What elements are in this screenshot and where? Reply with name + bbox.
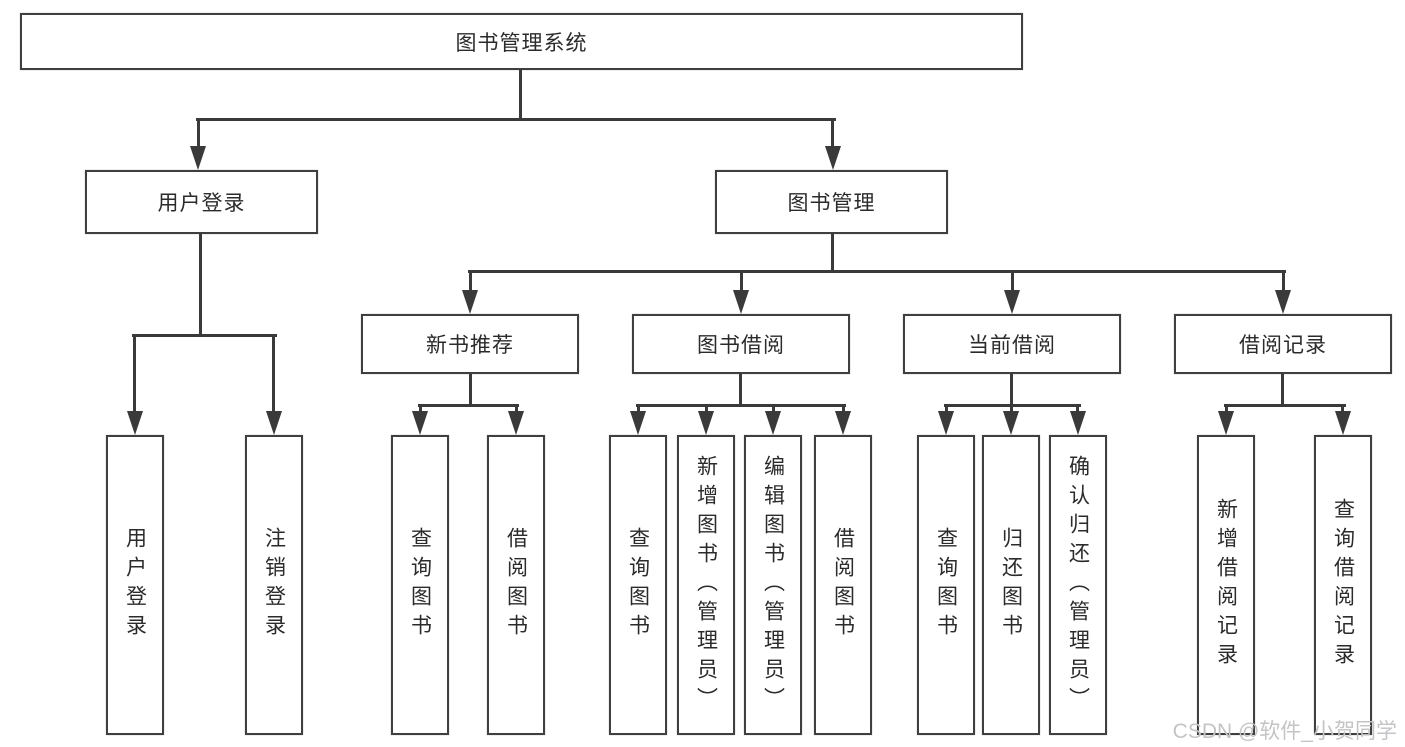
arrow-down-icon xyxy=(825,146,841,170)
node-label: 编辑图书（管理员） xyxy=(761,454,785,716)
arrow-down-icon xyxy=(835,411,851,435)
line-segment xyxy=(469,270,472,292)
line-segment xyxy=(419,404,422,414)
arrow-down-icon xyxy=(1218,411,1234,435)
line-segment xyxy=(515,404,518,414)
leaf-add-book-admin: 新增图书（管理员） xyxy=(677,435,735,735)
node-label: 借阅图书 xyxy=(504,527,528,643)
node-label: 注销登录 xyxy=(262,527,286,643)
leaf-confirm-return-admin: 确认归还（管理员） xyxy=(1049,435,1107,735)
leaf-query-books-borrowing: 查询图书 xyxy=(609,435,667,735)
arrow-down-icon xyxy=(1335,411,1351,435)
node-label: 新增图书（管理员） xyxy=(694,454,718,716)
arrow-down-icon xyxy=(190,146,206,170)
node-label: 归还图书 xyxy=(999,527,1023,643)
node-label: 新书推荐 xyxy=(426,334,514,357)
line-segment xyxy=(519,70,522,118)
line-segment xyxy=(831,118,834,148)
leaf-return-book: 归还图书 xyxy=(982,435,1040,735)
leaf-user-login: 用户登录 xyxy=(106,435,164,735)
arrow-down-icon xyxy=(938,411,954,435)
arrow-down-icon xyxy=(462,290,478,314)
leaf-query-books-current: 查询图书 xyxy=(917,435,975,735)
node-label: 新增借阅记录 xyxy=(1214,498,1238,672)
leaf-add-borrow-record: 新增借阅记录 xyxy=(1197,435,1255,735)
node-label: 当前借阅 xyxy=(968,334,1056,357)
line-segment xyxy=(1011,270,1014,292)
line-segment xyxy=(197,118,200,148)
node-book-borrowing: 图书借阅 xyxy=(632,314,850,374)
arrow-down-icon xyxy=(1003,411,1019,435)
line-segment xyxy=(842,404,845,414)
line-segment xyxy=(705,404,708,414)
line-segment xyxy=(1010,404,1013,414)
node-book-management: 图书管理 xyxy=(715,170,948,234)
line-segment xyxy=(1224,404,1346,407)
node-label: 借阅图书 xyxy=(831,527,855,643)
arrow-down-icon xyxy=(765,411,781,435)
line-segment xyxy=(739,372,742,407)
watermark-text: CSDN @软件_小贺同学 xyxy=(1172,720,1397,743)
node-label: 查询图书 xyxy=(626,527,650,643)
line-segment xyxy=(418,404,519,407)
leaf-borrow-books-recommend: 借阅图书 xyxy=(487,435,545,735)
node-label: 查询图书 xyxy=(934,527,958,643)
node-label: 图书管理 xyxy=(787,192,876,215)
node-borrow-records: 借阅记录 xyxy=(1174,314,1392,374)
line-segment xyxy=(831,234,834,273)
line-segment xyxy=(1010,372,1013,407)
line-segment xyxy=(1225,404,1228,414)
leaf-edit-book-admin: 编辑图书（管理员） xyxy=(744,435,802,735)
node-label: 查询借阅记录 xyxy=(1331,498,1355,672)
arrow-down-icon xyxy=(733,290,749,314)
line-segment xyxy=(468,270,1286,273)
line-segment xyxy=(272,334,275,413)
leaf-borrow-books: 借阅图书 xyxy=(814,435,872,735)
arrow-down-icon xyxy=(266,411,282,435)
node-label: 用户登录 xyxy=(123,527,147,643)
node-label: 图书借阅 xyxy=(697,334,785,357)
node-label: 借阅记录 xyxy=(1239,334,1327,357)
line-segment xyxy=(945,404,948,414)
leaf-query-books-recommend: 查询图书 xyxy=(391,435,449,735)
arrow-down-icon xyxy=(698,411,714,435)
leaf-logout: 注销登录 xyxy=(245,435,303,735)
line-segment xyxy=(469,372,472,407)
node-library-system: 图书管理系统 xyxy=(20,13,1023,70)
line-segment xyxy=(637,404,640,414)
line-segment xyxy=(1282,270,1285,292)
line-segment xyxy=(772,404,775,414)
line-segment xyxy=(196,118,836,121)
node-label: 用户登录 xyxy=(157,192,246,215)
node-user-login: 用户登录 xyxy=(85,170,318,234)
arrow-down-icon xyxy=(1275,290,1291,314)
line-segment xyxy=(740,270,743,292)
arrow-down-icon xyxy=(1004,290,1020,314)
node-current-borrowing: 当前借阅 xyxy=(903,314,1121,374)
line-segment xyxy=(199,234,202,337)
node-label: 确认归还（管理员） xyxy=(1066,454,1090,716)
line-segment xyxy=(1281,372,1284,407)
line-segment xyxy=(636,404,846,407)
leaf-query-borrow-record: 查询借阅记录 xyxy=(1314,435,1372,735)
line-segment xyxy=(1341,404,1344,414)
arrow-down-icon xyxy=(127,411,143,435)
node-new-book-recommend: 新书推荐 xyxy=(361,314,579,374)
node-label: 查询图书 xyxy=(408,527,432,643)
arrow-down-icon xyxy=(508,411,524,435)
arrow-down-icon xyxy=(412,411,428,435)
line-segment xyxy=(132,334,277,337)
line-segment xyxy=(133,334,136,413)
arrow-down-icon xyxy=(1070,411,1086,435)
node-label: 图书管理系统 xyxy=(455,31,588,55)
arrow-down-icon xyxy=(630,411,646,435)
line-segment xyxy=(1076,404,1079,414)
